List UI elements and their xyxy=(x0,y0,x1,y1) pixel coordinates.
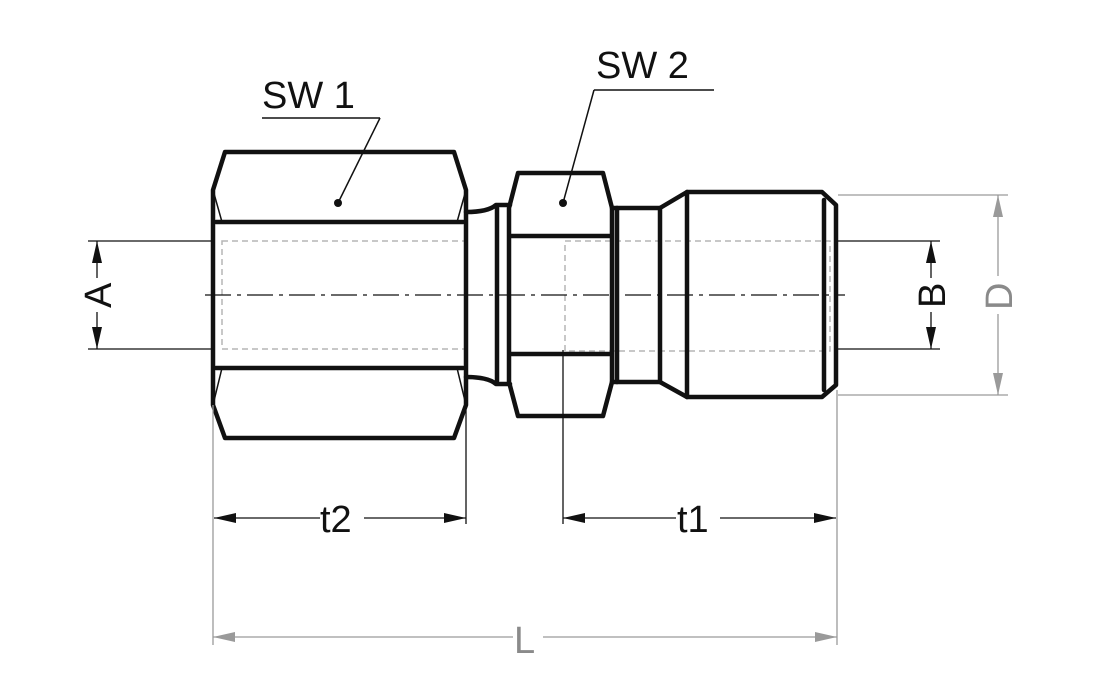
label-a: A xyxy=(78,282,120,308)
sw1-hex-body xyxy=(210,149,469,441)
sw1-leader xyxy=(262,117,381,207)
neck xyxy=(463,202,513,387)
label-d: D xyxy=(979,283,1021,310)
label-t1: t1 xyxy=(677,499,709,541)
dimension-d xyxy=(838,194,1008,396)
sw2-hex-body xyxy=(506,170,615,419)
sw2-leader xyxy=(559,89,714,207)
dimension-t1 xyxy=(562,350,836,524)
label-t2: t2 xyxy=(320,499,352,541)
hidden-bore-lines xyxy=(221,240,831,352)
label-sw1: SW 1 xyxy=(262,75,355,117)
dimension-b xyxy=(838,240,940,350)
label-b: B xyxy=(912,283,954,308)
label-l: L xyxy=(514,620,535,662)
thread-spigot xyxy=(609,189,839,400)
label-sw2: SW 2 xyxy=(596,45,689,87)
